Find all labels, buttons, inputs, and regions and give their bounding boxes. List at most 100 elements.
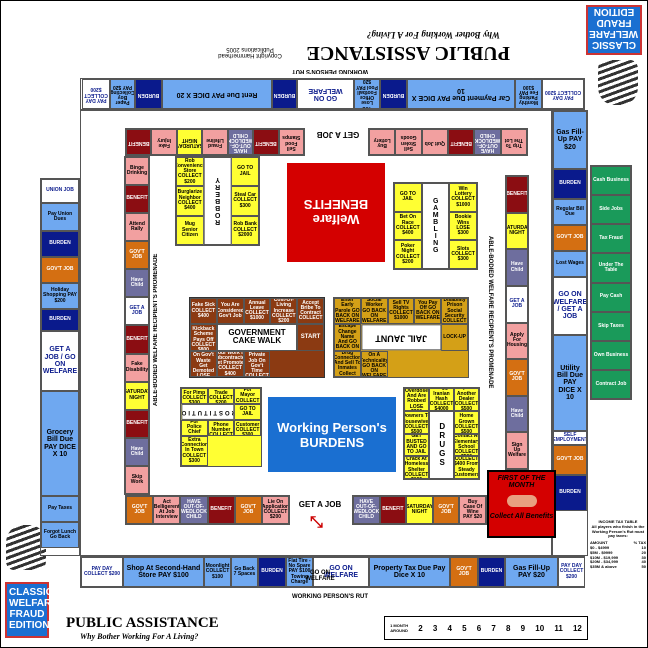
month-marker[interactable]: 9 — [520, 623, 526, 633]
jail-space[interactable]: Social Worker GO BACK ON WELFARE — [360, 298, 388, 325]
outer-top-space[interactable]: PAY DAY COLLECT $200 — [542, 79, 584, 109]
inner-left-space[interactable]: BENEFIT — [125, 325, 149, 354]
inner-top-space[interactable]: SATURDAY NIGHT — [176, 129, 203, 155]
robbery-space[interactable]: Mug Senior Citizen — [176, 215, 204, 245]
inner-bottom-space[interactable]: HAVE OUT-OF-WEDLOCK CHILD — [180, 496, 208, 524]
outer-top-space[interactable]: Car Payment Due PAY DICE X 10 — [407, 79, 515, 109]
robbery-space[interactable]: Rob Convenience Store COLLECT $200 — [176, 157, 204, 187]
outer-top-space[interactable]: BURDEN — [380, 79, 407, 109]
month-marker[interactable]: 8 — [506, 623, 511, 633]
inner-right-space[interactable]: GET A JOB — [506, 285, 528, 323]
prost-space[interactable]: GO TO JAIL — [234, 403, 261, 420]
inner-top-space[interactable]: BENEFIT — [126, 129, 152, 155]
jail-space[interactable]: You Get Off On A Technicality GO BACK ON… — [360, 350, 388, 377]
inner-left-space[interactable]: Skip Work — [125, 465, 149, 494]
self-employment-space[interactable]: Under The Table — [591, 253, 631, 283]
self-employment-space[interactable]: Contract Job — [591, 369, 631, 399]
inner-left-space[interactable]: Fake Disability — [125, 353, 149, 382]
drugs-space[interactable]: Sell Downers To Housewives COLLECT $500 — [404, 410, 429, 434]
prost-space[interactable]: Give Out Phone Number COLLECT — [207, 419, 235, 436]
cake-space[interactable]: Your Kickback Scheme Pays Off COLLECT $8… — [190, 324, 217, 351]
robbery-space[interactable]: Steal Car COLLECT $300 — [231, 186, 259, 216]
inner-top-space[interactable]: Sell Food Stamps — [278, 129, 304, 155]
outer-left-space[interactable]: Grocery Bill Due PAY DICE X 10 — [41, 391, 79, 496]
outer-right-space[interactable]: GO ON WELFARE / GET A JOB — [553, 277, 587, 335]
outer-bottom-space[interactable]: BURDEN — [478, 557, 505, 587]
self-employment-space[interactable]: Own Business — [591, 340, 631, 370]
inner-bottom-space[interactable]: Act Belligerent At Job Interview — [153, 496, 181, 524]
drugs-space[interactable]: You Overdose And Are Robbed LOSE $300 — [404, 388, 429, 411]
gambling-space[interactable]: Win Lottery COLLECT $1000 — [449, 183, 477, 212]
inner-top-r-space[interactable]: Sell Stolen Goods — [395, 129, 422, 155]
month-marker[interactable]: 1 MONTH AROUND — [390, 623, 409, 633]
cake-space[interactable]: You Are Considered Gov't Job — [216, 298, 244, 325]
lock-up-space[interactable]: LOCK-UP — [441, 324, 468, 351]
outer-bottom-space[interactable]: GO ON WELFARE — [313, 557, 369, 587]
go-on-welfare-bottom[interactable]: GO ON WELFARE — [305, 570, 335, 582]
outer-right-space[interactable]: BURDEN — [553, 169, 587, 199]
inner-right-space[interactable]: GOV'T JOB — [506, 359, 528, 396]
jail-space[interactable]: You Make Drug Connection And Sell To Inm… — [334, 350, 361, 377]
month-marker[interactable]: 4 — [447, 623, 452, 633]
outer-bottom-space[interactable]: PAY DAY COLLECT $200 — [558, 557, 585, 587]
prost-space[interactable]: Local Trade COLLECT $200 — [207, 388, 235, 404]
cake-space[interactable]: Accept Bribe To Contract COLLECT — [297, 298, 324, 325]
drugs-space[interactable]: Make New Contact At Elementary School CO… — [454, 433, 479, 457]
month-marker[interactable]: 7 — [491, 623, 496, 633]
month-marker[interactable]: 5 — [462, 623, 467, 633]
cake-space[interactable]: Fake Sick COLLECT $400 — [190, 298, 217, 325]
self-employment-space[interactable]: Side Jobs — [591, 195, 631, 225]
outer-right-space[interactable]: GOV'T JOB — [553, 445, 587, 475]
prost-space[interactable]: Special For Pimp COLLECT $300 — [181, 388, 208, 404]
outer-right-space[interactable]: Lost Wages — [553, 251, 587, 277]
inner-top-r-space[interactable]: Quit Job — [421, 129, 449, 155]
drugs-space[interactable]: COLLECT $400 From Steady Customers — [454, 456, 479, 479]
jail-space[interactable]: Sell TV Rights COLLECT $1000 — [387, 298, 415, 325]
inner-bottom-r-space[interactable]: BENEFIT — [379, 496, 407, 524]
outer-top-space[interactable]: GO ON WELFARE — [297, 79, 354, 109]
drugs-space[interactable]: Sell Your Home Grown COLLECT $500 — [454, 410, 479, 434]
cake-space[interactable]: Annual Leave COLLECT $1000 — [243, 298, 271, 325]
inner-bottom-space[interactable]: GOV'T JOB — [234, 496, 262, 524]
robbery-space[interactable]: Burglarize Neighbor COLLECT $400 — [176, 186, 204, 216]
outer-bottom-space[interactable]: Gas Fill-Up PAY $20 — [505, 557, 558, 587]
outer-left-space[interactable]: Pay Taxes — [41, 496, 79, 522]
outer-left-space[interactable]: Holiday Shopping PAY $200 — [41, 283, 79, 309]
outer-top-space[interactable]: Paper Boy Collecting PAY $20 — [110, 79, 135, 109]
cake-space[interactable]: Your Work Is Subcontracted Get Promoted … — [216, 350, 244, 377]
gambling-space[interactable]: Bookie Wins LOSE $300 — [449, 211, 477, 241]
inner-bottom-r-space[interactable]: Buy Case Of Wine PAY $20 — [459, 496, 486, 524]
inner-left-space[interactable]: BENEFIT — [125, 185, 149, 214]
inner-bottom-space[interactable]: BENEFIT — [207, 496, 235, 524]
outer-bottom-space[interactable]: Shop At Second-Hand Store PAY $100 — [123, 557, 204, 587]
outer-left-space[interactable]: BURDEN — [41, 309, 79, 331]
outer-top-space[interactable]: PAY DAY COLLECT $200 — [82, 79, 110, 109]
outer-left-space[interactable]: Forgot Lunch Go Back — [41, 522, 79, 548]
outer-bottom-space[interactable]: PAY DAY COLLECT $200 — [81, 557, 123, 587]
robbery-space[interactable]: GO TO JAIL — [231, 157, 259, 187]
month-marker[interactable]: 2 — [418, 623, 423, 633]
jail-space[interactable]: You Escape Change Name And GO BACK ON WE… — [334, 324, 361, 351]
jail-space[interactable]: You Pay Off GO BACK ON WELFARE — [414, 298, 442, 325]
self-employment-space[interactable]: Pay Cash — [591, 282, 631, 312]
inner-left-space[interactable]: Have Child — [125, 269, 149, 298]
inner-bottom-r-space[interactable]: SATURDAY NIGHT — [406, 496, 433, 524]
inner-right-space[interactable]: Have Child — [506, 249, 528, 286]
gambling-space[interactable]: Slots COLLECT $300 — [449, 240, 477, 269]
gambling-space[interactable]: GO TO JAIL — [394, 183, 422, 212]
month-marker[interactable]: 10 — [535, 623, 545, 633]
get-a-job-top[interactable]: GET A JOB — [316, 130, 360, 139]
self-employment-space[interactable]: Tax Fraud — [591, 224, 631, 254]
inner-right-space[interactable]: Have Child — [506, 395, 528, 433]
outer-top-space[interactable]: BURDEN — [135, 79, 162, 109]
outer-right-space[interactable]: SELF EMPLOYMENT — [553, 431, 587, 445]
outer-top-space[interactable]: You Lose Office Football Pool PAY $20 — [354, 79, 380, 109]
outer-bottom-space[interactable]: Property Tax Due Pay Dice X 10 — [369, 557, 450, 587]
outer-bottom-space[interactable]: GOV'T JOB — [450, 557, 478, 587]
cake-space[interactable]: Work On Private Job On Gov't Time COLLEC… — [243, 350, 271, 377]
start-space[interactable]: START — [297, 324, 324, 351]
self-employment-space[interactable]: Skip Taxes — [591, 311, 631, 341]
outer-left-space[interactable]: UNION JOB — [41, 179, 79, 203]
outer-top-space[interactable]: Monthly Parking Fee PAY $100 — [515, 79, 542, 109]
outer-right-space[interactable]: GOV'T JOB — [553, 225, 587, 251]
